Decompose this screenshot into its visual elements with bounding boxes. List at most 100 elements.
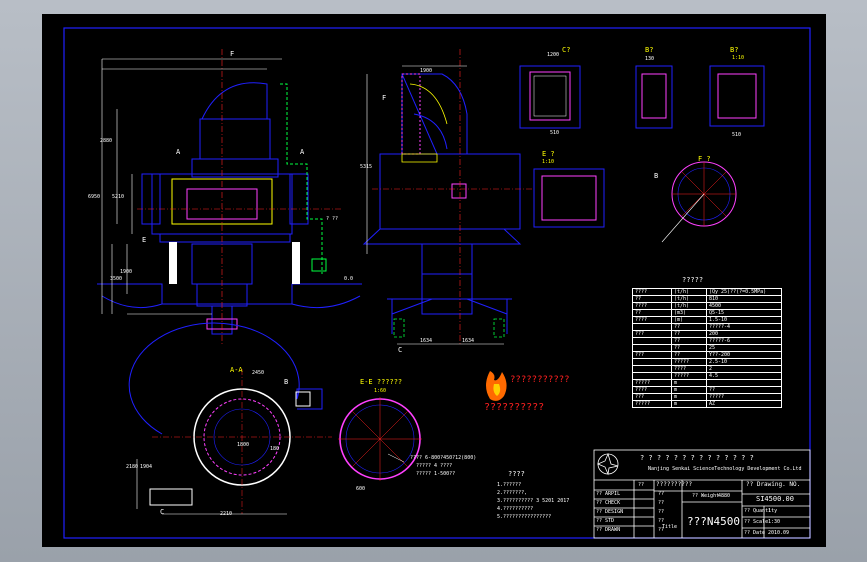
dim-1900-top: 1900 [420,68,433,74]
dim-c-510: 510 [550,130,560,136]
params-cell: ??? [632,330,672,338]
dim-5210: 5210 [112,194,125,200]
scale-label: ?? Scale [744,519,769,525]
dim-1634-right: 1634 [462,338,475,344]
note-item: 1.?????? [497,482,522,488]
params-cell: m [671,386,707,394]
params-cell: ?? [671,323,707,331]
front-view [97,82,362,335]
params-cell: ???? [632,316,672,324]
params-row: ???????-4 [632,323,782,331]
side-centerlines [372,49,532,344]
sheet-border [63,27,811,539]
params-cell: Y??-200 [706,351,782,359]
date-label: ?? Date [744,530,766,536]
dim-600: 600 [356,486,366,492]
params-cell: ?? [706,386,782,394]
drawing-canvas [63,27,811,539]
params-cell: (m) [671,316,707,324]
params-cell: m [671,393,707,401]
drawing-sheet[interactable]: C? B? B? 1:10 E ? 1:10 F ? A-A E-E ?????… [42,14,826,547]
params-cell: ????? [632,400,672,408]
params-cell: ????? [671,358,707,366]
sign-row-label: ?? DRAWN [596,527,621,533]
front-dimensions [101,58,282,315]
params-row: ????(t/h)(Qy 25)??(?=0.5MPa) [632,288,782,296]
params-row: ????2 [632,365,782,373]
params-title: ????? [682,276,704,284]
scale-value: 1:30 [768,519,781,525]
params-cell: (m3) [671,309,707,317]
dim-2180: 2180 [126,464,139,470]
side-legs [393,318,505,338]
params-cell: m [671,400,707,408]
marker-e: E [142,236,147,244]
params-cell: ?? [671,330,707,338]
params-row: ??25 [632,344,782,352]
watermark-line2: ?????????? [484,402,545,413]
quantity-value: 1 [768,508,772,514]
quantity-label: ?? Quantity [744,508,778,514]
params-cell: 810 [706,295,782,303]
params-row: ??(t/h)810 [632,295,782,303]
dim-b2-510: 510 [732,132,742,138]
dim-1800: 1800 [237,442,250,448]
section-e-scale: 1:10 [542,159,555,165]
section-b2-title: B? [730,46,739,54]
ee-note-2: ????? 4 ???? [416,463,453,469]
params-cell: ???? [632,288,672,296]
params-cell: 2 [706,365,782,373]
marker-b-detail: B [654,172,659,180]
marker-b: B [284,378,289,386]
nozzle-label: ? ?? [326,216,339,222]
section-ee-title: E-E ?????? [360,378,403,386]
params-cell [632,358,672,366]
drawing-number: SI4500.00 [756,495,794,503]
detail-f [661,161,737,243]
section-aa-title: A-A [230,366,243,374]
detail-b2 [709,65,765,127]
params-row: ??(m3)Q5-15 [632,309,782,317]
params-cell: m [671,379,707,387]
sign-row-signature: ?? [658,491,665,497]
params-cell: ?????-4 [706,323,782,331]
params-cell: ?????-6 [706,337,782,345]
params-cell [632,323,672,331]
company-name-en: Nanjing Senkai ScienceTechnology Develop… [648,466,802,472]
dim-1900-left: 1900 [120,269,133,275]
marker-f-side: F [382,94,387,102]
date-value: 2010.09 [768,530,790,536]
params-cell: 25 [706,344,782,352]
params-cell: ????? [706,393,782,401]
notes-title: ???? [508,470,525,478]
dim-180: 180 [270,446,280,452]
front-piping [280,83,323,274]
params-row: ????(m)1.5-10 [632,316,782,324]
params-cell: ???? [671,365,707,373]
marker-c: C [160,508,165,516]
params-row: ????(t/h)4500 [632,302,782,310]
company-name-cn: ? ? ? ? ? ? ? ? ? ? ? ? ? ? [640,454,754,462]
params-cell: ?? [671,344,707,352]
detail-e [533,168,605,228]
params-cell: ???? [632,386,672,394]
params-row: ?????4.5 [632,372,782,380]
sign-row-signature: ?? [658,509,665,515]
params-cell: ?? [632,295,672,303]
section-ee-scale: 1:60 [374,388,387,394]
params-row: ?????Y??-200 [632,351,782,359]
section-ee [338,397,422,481]
dim-c-1200: 1200 [547,52,560,58]
params-cell: (Qy 25)??(?=0.5MPa) [706,288,782,296]
params-cell: 4.5 [706,372,782,380]
title-label: Title [662,524,678,530]
dim-2880: 2880 [100,138,113,144]
side-dimensions [366,65,504,345]
section-e-title: E ? [542,150,555,158]
title-block-frame [593,449,811,539]
detail-b [635,65,673,129]
section-aa [128,322,332,515]
section-b-title: B? [645,46,654,54]
params-cell: (t/h) [671,302,707,310]
params-row: ?????2.5-10 [632,358,782,366]
